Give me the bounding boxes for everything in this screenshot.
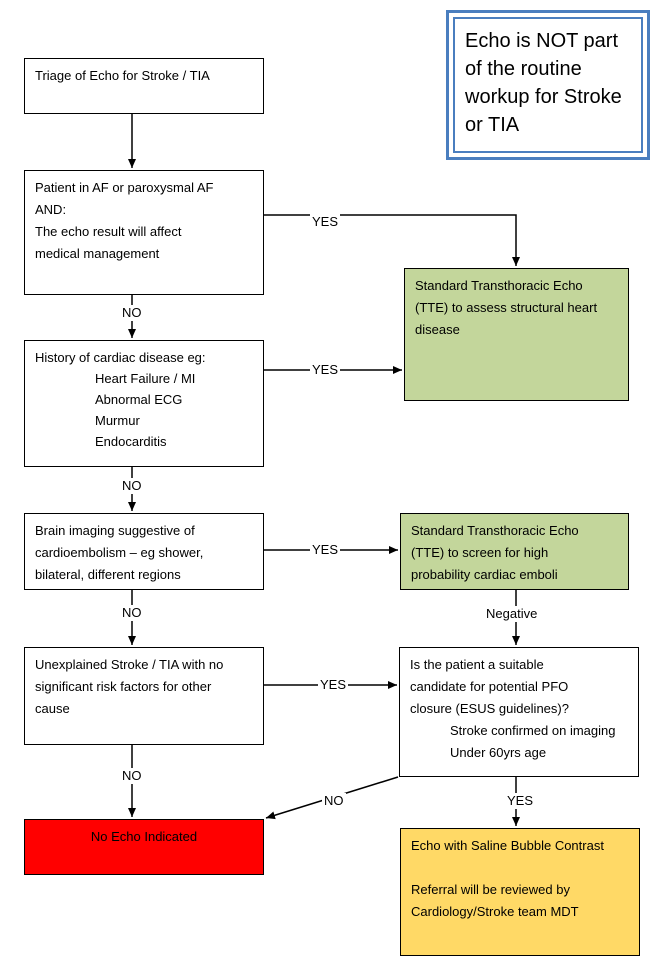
label-no-unexplained: NO [120,768,144,784]
label-no-cardiac: NO [120,478,144,494]
pfo-candidate-box: Is the patient a suitable candidate for … [399,647,639,777]
bubble-contrast-box: Echo with Saline Bubble Contrast Referra… [400,828,640,956]
tte-structural-box: Standard Transthoracic Echo (TTE) to ass… [404,268,629,401]
label-no-pfo: NO [322,793,346,809]
triage-box: Triage of Echo for Stroke / TIA [24,58,264,114]
label-yes-cardiac: YES [310,362,341,378]
label-yes-brain: YES [310,542,341,558]
label-no-brain: NO [120,605,144,621]
unexplained-stroke-box: Unexplained Stroke / TIA with no signifi… [24,647,264,745]
brain-imaging-box: Brain imaging suggestive of cardioemboli… [24,513,264,590]
note-box: Echo is NOT part of the routine workup f… [446,10,650,160]
no-echo-box: No Echo Indicated [24,819,264,875]
arrow-af-to-tte [264,214,520,266]
af-box: Patient in AF or paroxysmal AF AND: The … [24,170,264,295]
label-negative: Negative [484,606,540,622]
label-yes-pfo: YES [505,793,536,809]
tte-emboli-box: Standard Transthoracic Echo (TTE) to scr… [400,513,629,590]
label-no-af: NO [120,305,144,321]
cardiac-history-box: History of cardiac disease eg: Heart Fai… [24,340,264,467]
label-yes-unexplained: YES [318,677,349,693]
label-yes-af: YES [310,214,341,230]
